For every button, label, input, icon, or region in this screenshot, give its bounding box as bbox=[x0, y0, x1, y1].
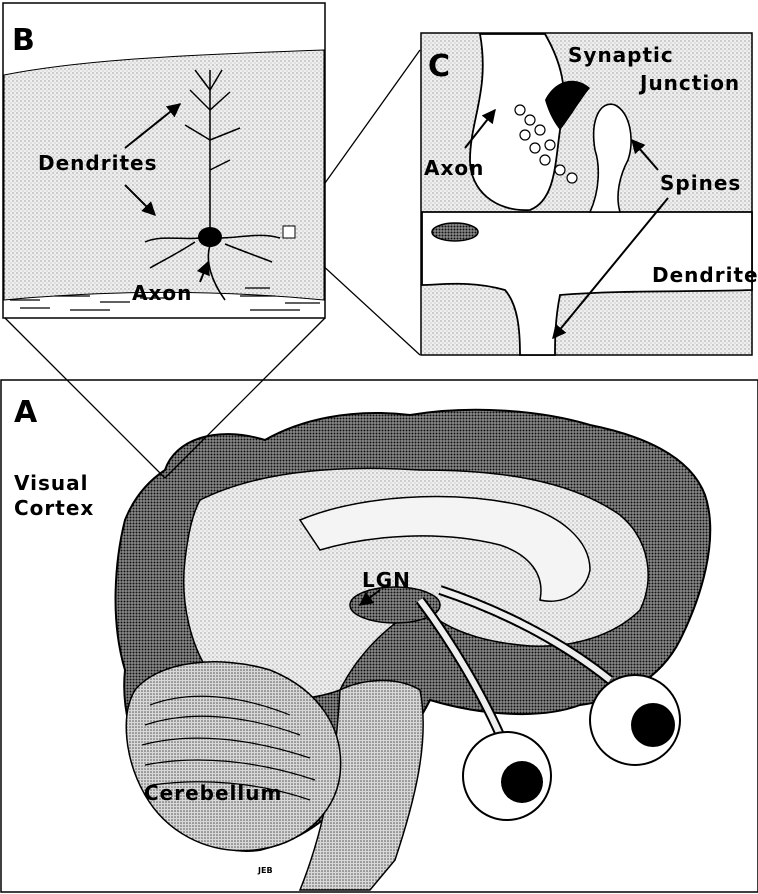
eyeball-left bbox=[463, 732, 551, 820]
axon-label-b: Axon bbox=[132, 281, 192, 305]
panel-b-letter: B bbox=[12, 23, 35, 58]
axon-terminal bbox=[470, 34, 564, 210]
dendrites-label: Dendrites bbox=[38, 151, 157, 175]
mitochondrion bbox=[432, 223, 478, 241]
dendrite-label: Dendrite bbox=[652, 263, 758, 287]
eyeball-right bbox=[590, 675, 680, 765]
axon-label-c: Axon bbox=[424, 156, 484, 180]
neuron-soma bbox=[198, 227, 222, 247]
panel-c-letter: C bbox=[428, 49, 450, 84]
cerebellum-label: Cerebellum bbox=[144, 781, 282, 805]
synaptic-junction-label-line1: Synaptic bbox=[568, 43, 674, 67]
visual-cortex-label-line1: Visual bbox=[14, 471, 88, 495]
visual-cortex-label-line2: Cortex bbox=[14, 496, 94, 520]
panel-a: A Visual Cortex LGN Cerebellum JEB bbox=[1, 380, 758, 892]
panel-b: B Dendrites Axon bbox=[3, 3, 325, 318]
artist-signature: JEB bbox=[257, 866, 273, 875]
lgn-label: LGN bbox=[362, 568, 411, 592]
panel-c: C Synaptic Junction Axon Spines Dendrite bbox=[421, 33, 758, 355]
cortical-tissue bbox=[4, 50, 324, 300]
panel-a-letter: A bbox=[14, 395, 38, 430]
spines-label: Spines bbox=[660, 171, 741, 195]
synaptic-junction-label-line2: Junction bbox=[638, 71, 740, 95]
zoom-box-b bbox=[283, 226, 295, 238]
